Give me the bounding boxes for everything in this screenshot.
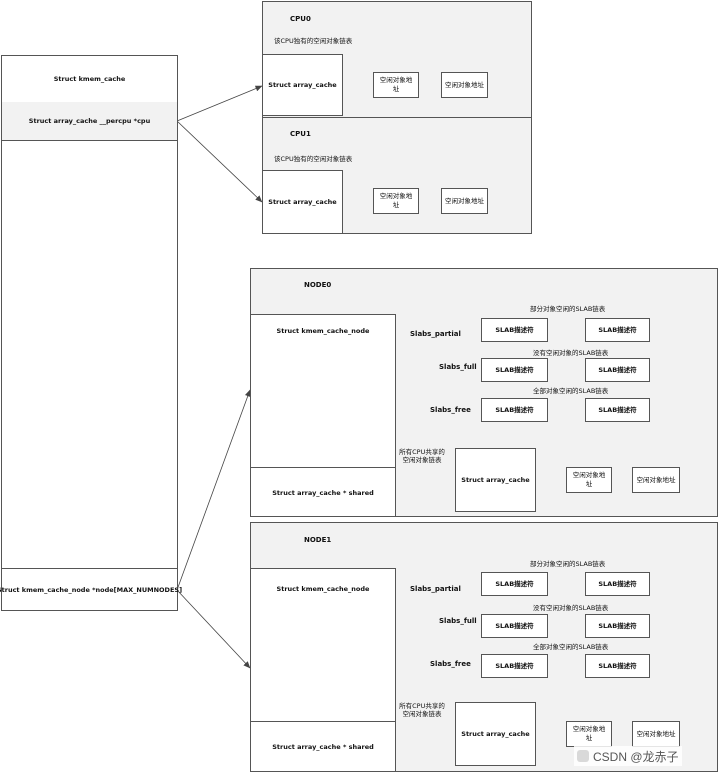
watermark-text: CSDN @龙赤子 (593, 749, 679, 764)
node1-slabs-free-label: Slabs_free (430, 660, 471, 668)
node-field: Struct kmem_cache_node *node[MAX_NUMNODE… (0, 568, 182, 611)
node0-free-object-1: 空闲对象地址 (566, 467, 612, 493)
node1-shared-caption: 所有CPU共享的空闲对象链表 (399, 702, 445, 719)
node0-kmem-cache-node: Struct kmem_cache_node Struct array_cach… (250, 314, 396, 517)
node1-free-caption: 全部对象空闲的SLAB链表 (533, 643, 609, 651)
node1-kmem-cache-node-label: Struct kmem_cache_node (276, 585, 370, 593)
node0-shared-array-cache: Struct array_cache (455, 448, 536, 512)
node1-kmem-cache-node: Struct kmem_cache_node Struct array_cach… (250, 568, 396, 772)
node0-shared-label: Struct array_cache * shared (272, 488, 374, 497)
node0-free-slab-desc-1: SLAB描述符 (481, 398, 548, 422)
node0-partial-slab-desc-1: SLAB描述符 (481, 318, 548, 342)
kmem-cache-title: Struct kmem_cache (53, 75, 126, 83)
node1-slabs-full-label: Slabs_full (439, 617, 477, 625)
cpu0-caption: 该CPU独有的空闲对象链表 (274, 37, 353, 45)
node0-slabs-partial-label: Slabs_partial (410, 330, 461, 338)
cpu0-array-cache: Struct array_cache (262, 54, 343, 116)
node1-free-slab-desc-1: SLAB描述符 (481, 654, 548, 678)
cpu1-free-object-1: 空闲对象地址 (373, 188, 419, 214)
node1-partial-caption: 部分对象空闲的SLAB链表 (530, 560, 606, 568)
node1-partial-slab-desc-1: SLAB描述符 (481, 572, 548, 596)
node1-shared-field: Struct array_cache * shared (251, 721, 395, 772)
node1-free-object-1: 空闲对象地址 (566, 721, 612, 747)
kmem-cache-struct: Struct kmem_cache Struct array_cache __p… (0, 55, 182, 611)
arrow-node-node0 (176, 389, 251, 591)
node0-kmem-cache-node-label: Struct kmem_cache_node (276, 327, 370, 335)
cpu0-free-object-1: 空闲对象地址 (373, 72, 419, 98)
node0-shared-caption: 所有CPU共享的空闲对象链表 (399, 448, 445, 465)
node0-free-object-2: 空闲对象地址 (632, 467, 680, 493)
cpu1-caption: 该CPU独有的空闲对象链表 (274, 155, 353, 163)
node1-full-slab-desc-1: SLAB描述符 (481, 614, 548, 638)
arrow-node-node1 (176, 589, 251, 669)
node0-shared-field: Struct array_cache * shared (251, 467, 395, 517)
node0-slabs-free-label: Slabs_free (430, 406, 471, 414)
cpu1-title: CPU1 (290, 130, 311, 138)
arrow-percpu-cpu0 (176, 85, 263, 122)
node1-free-object-2: 空闲对象地址 (632, 721, 680, 747)
node1-full-caption: 没有空闲对象的SLAB链表 (533, 604, 609, 612)
node1-shared-array-cache: Struct array_cache (455, 702, 536, 766)
node0-free-slab-desc-2: SLAB描述符 (585, 398, 650, 422)
watermark-icon (577, 750, 589, 762)
watermark: CSDN @龙赤子 (574, 746, 682, 766)
node0-partial-caption: 部分对象空闲的SLAB链表 (530, 305, 606, 313)
cpu0-array-cache-label: Struct array_cache (268, 80, 337, 89)
node0-full-slab-desc-1: SLAB描述符 (481, 358, 548, 382)
node0-title: NODE0 (304, 281, 332, 289)
node1-title: NODE1 (304, 536, 332, 544)
cpu-panel-divider (262, 117, 532, 118)
node0-free-caption: 全部对象空闲的SLAB链表 (533, 387, 609, 395)
arrow-percpu-cpu1 (176, 120, 263, 203)
percpu-field: Struct array_cache __percpu *cpu (2, 102, 177, 141)
node0-full-slab-desc-2: SLAB描述符 (585, 358, 650, 382)
cpu0-free-object-2: 空闲对象地址 (441, 72, 488, 98)
node1-slabs-partial-label: Slabs_partial (410, 585, 461, 593)
node1-full-slab-desc-2: SLAB描述符 (585, 614, 650, 638)
percpu-field-label: Struct array_cache __percpu *cpu (28, 117, 151, 125)
node1-partial-slab-desc-2: SLAB描述符 (585, 572, 650, 596)
cpu1-free-object-2: 空闲对象地址 (441, 188, 488, 214)
node0-partial-slab-desc-2: SLAB描述符 (585, 318, 650, 342)
cpu0-title: CPU0 (290, 15, 311, 23)
kmem-cache-title-cell: Struct kmem_cache (2, 56, 177, 103)
node0-slabs-full-label: Slabs_full (439, 363, 477, 371)
node-field-label: Struct kmem_cache_node *node[MAX_NUMNODE… (0, 586, 183, 594)
cpu1-array-cache-label: Struct array_cache (268, 197, 337, 206)
cpu1-array-cache: Struct array_cache (262, 170, 343, 234)
node1-free-slab-desc-2: SLAB描述符 (585, 654, 650, 678)
node1-shared-label: Struct array_cache * shared (272, 743, 374, 751)
node0-full-caption: 没有空闲对象的SLAB链表 (533, 349, 609, 357)
